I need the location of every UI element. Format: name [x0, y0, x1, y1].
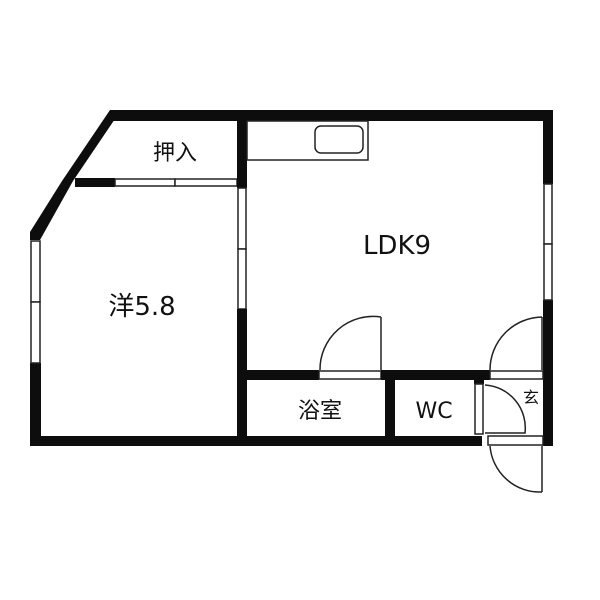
exterior-walls: [30, 110, 553, 446]
kitchen-counter: [246, 120, 369, 161]
room-label-ldk: LDK9: [363, 231, 431, 261]
interior-wall-vertical: [237, 110, 247, 446]
left-window: [30, 240, 41, 364]
ldk-door: [319, 315, 382, 371]
room-label-closet: 押入: [153, 141, 197, 166]
right-window: [543, 183, 553, 301]
doors: [319, 315, 543, 493]
room-label-bathroom: 浴室: [298, 399, 342, 424]
room-label-toilet: WC: [415, 399, 452, 424]
wc-door: [484, 384, 527, 434]
room-label-entrance: 玄: [523, 388, 539, 407]
front-door: [489, 445, 543, 493]
entrance-door: [489, 316, 543, 371]
interior-wall-horizontal: [237, 370, 544, 446]
closet-wall: [75, 178, 238, 187]
room-label-western: 洋5.8: [108, 292, 175, 322]
